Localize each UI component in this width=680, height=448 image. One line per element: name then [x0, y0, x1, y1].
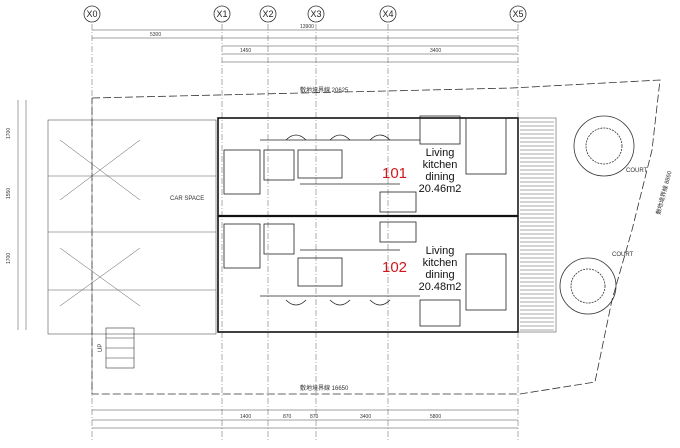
dim-bot-3: 870 [310, 414, 319, 420]
dim-bot-2: 870 [283, 414, 292, 420]
unit-101-room-line-3: dining [425, 171, 454, 183]
dim-top-total: 13900 [300, 24, 314, 30]
unit-101-layout [223, 115, 507, 213]
bottom-dimension-lines [92, 409, 518, 429]
dim-left-1: 1700 [6, 128, 12, 139]
grid-label-x1: X1 [216, 9, 227, 19]
tree-bottom [559, 257, 617, 315]
car-space-label: CAR SPACE [170, 196, 204, 202]
unit-102-room-area: 20.48m2 [419, 281, 462, 293]
unit-101-room-area: 20.46m2 [419, 183, 462, 195]
grid-label-x3: X3 [310, 9, 321, 19]
site-boundary [91, 79, 661, 395]
unit-101-number: 101 [382, 165, 407, 182]
grid-lines [91, 24, 519, 440]
unit-102-room-line-1: Living [426, 245, 455, 257]
grid-bubble-x0 [83, 5, 101, 23]
grid-label-x4: X4 [382, 9, 393, 19]
grid-bubble-x5 [509, 5, 527, 23]
boundary-right-label: 敷地境界線 8860 [654, 169, 674, 215]
grid-bubbles: X0 X1 X2 X3 X4 X5 [83, 5, 527, 23]
unit-102-number: 102 [382, 259, 407, 276]
unit-102-layout [223, 221, 507, 327]
grid-bubble-x3 [307, 5, 325, 23]
unit-102-room-line-3: dining [425, 269, 454, 281]
dim-top-3: 3400 [430, 48, 441, 54]
entry-stair [105, 327, 135, 369]
grid-label-x5: X5 [512, 9, 523, 19]
grid-bubble-x2 [259, 5, 277, 23]
dim-left-2: 1550 [6, 188, 12, 199]
dim-bot-1: 1400 [240, 414, 251, 420]
up-label: UP [98, 344, 104, 352]
building-outline [217, 117, 519, 333]
unit-102-room-line-2: kitchen [423, 257, 458, 269]
tree-top [573, 115, 635, 177]
car-space [47, 119, 217, 335]
boundary-bottom-label: 敷地境界線 16650 [300, 384, 349, 392]
grid-bubble-x4 [379, 5, 397, 23]
unit-101-room-line-1: Living [426, 147, 455, 159]
grid-label-x2: X2 [262, 9, 273, 19]
grid-label-x0: X0 [86, 9, 97, 19]
deck-area [517, 117, 557, 333]
dim-top-1: 5300 [150, 32, 161, 38]
court-label: COURT [626, 168, 648, 174]
dim-bot-5: 5800 [430, 414, 441, 420]
left-dimension-lines [17, 100, 27, 330]
grid-bubble-x1 [213, 5, 231, 23]
boundary-top-label: 敷地境界線 20625 [300, 86, 349, 94]
unit-101-room-line-2: kitchen [423, 159, 458, 171]
top-dimension-lines [92, 29, 518, 63]
court-label-2: COURT [612, 252, 634, 258]
dim-bot-4: 3400 [360, 414, 371, 420]
dim-left-3: 1700 [6, 253, 12, 264]
dim-top-2: 1450 [240, 48, 251, 54]
